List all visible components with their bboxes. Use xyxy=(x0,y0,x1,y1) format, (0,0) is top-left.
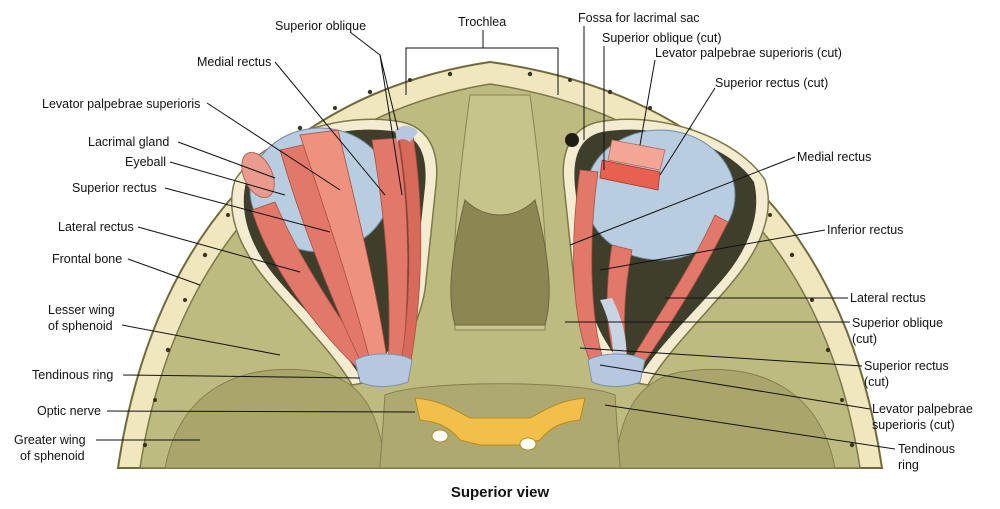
label-lesser-wing-2: of sphenoid xyxy=(48,319,113,333)
label-trochlea: Trochlea xyxy=(458,15,506,29)
label-superior-oblique-left: Superior oblique xyxy=(275,19,366,33)
label-levator-2-2: superioris (cut) xyxy=(872,418,955,432)
label-greater-wing-2: of sphenoid xyxy=(20,449,85,463)
label-levator-cut: Levator palpebrae superioris (cut) xyxy=(655,46,842,60)
label-superior-rectus-2-2: (cut) xyxy=(864,375,889,389)
label-medial-rectus-left: Medial rectus xyxy=(197,55,271,69)
label-greater-wing-1: Greater wing xyxy=(14,433,86,447)
optic-chiasm-end-right xyxy=(519,437,537,451)
left-tendinous-ring xyxy=(354,353,413,387)
optic-chiasm-end-left xyxy=(431,429,449,443)
label-lesser-wing-1: Lesser wing xyxy=(48,303,115,317)
label-superior-oblique-2-1: Superior oblique xyxy=(852,316,943,330)
right-superior-rectus-cut xyxy=(599,159,661,191)
label-frontal-bone: Frontal bone xyxy=(52,252,122,266)
right-levator-cut xyxy=(607,139,666,171)
leader-lines xyxy=(96,26,896,450)
right-orbit xyxy=(562,118,769,387)
skull xyxy=(116,60,884,469)
label-superior-rectus-cut: Superior rectus (cut) xyxy=(715,76,828,90)
label-optic-nerve: Optic nerve xyxy=(37,404,101,418)
label-lacrimal-gland: Lacrimal gland xyxy=(88,135,169,149)
left-lacrimal-gland xyxy=(241,151,275,199)
label-medial-rectus-right: Medial rectus xyxy=(797,150,871,164)
label-inferior-rectus: Inferior rectus xyxy=(827,223,903,237)
label-levator-2-1: Levator palpebrae xyxy=(872,402,973,416)
cribriform-plate xyxy=(450,199,550,326)
label-superior-oblique-cut: Superior oblique (cut) xyxy=(602,31,722,45)
label-tendinous-ring-right-1: Tendinous xyxy=(898,442,955,456)
right-lacrimal-fossa xyxy=(565,133,579,147)
label-superior-rectus-left: Superior rectus xyxy=(72,181,157,195)
left-orbit xyxy=(231,118,438,387)
label-eyeball: Eyeball xyxy=(125,155,166,169)
labels: Superior oblique Medial rectus Levator p… xyxy=(14,11,973,501)
label-fossa-lacrimal-sac: Fossa for lacrimal sac xyxy=(578,11,700,25)
label-tendinous-ring-right-2: ring xyxy=(898,458,919,472)
figure-caption: Superior view xyxy=(451,484,550,501)
right-optic-nerve-sheath xyxy=(600,298,627,362)
label-superior-oblique-2-2: (cut) xyxy=(852,332,877,346)
label-superior-rectus-2-1: Superior rectus xyxy=(864,359,949,373)
label-levator-left: Levator palpebrae superioris xyxy=(42,97,200,111)
right-tendinous-ring xyxy=(587,353,646,387)
label-lateral-rectus-left: Lateral rectus xyxy=(58,220,134,234)
middle-cranial-fossa-left xyxy=(164,368,386,469)
label-tendinous-ring-left: Tendinous ring xyxy=(32,368,113,382)
label-lateral-rectus-right: Lateral rectus xyxy=(850,291,926,305)
optic-chiasm xyxy=(414,397,586,446)
left-trochlea-tendon xyxy=(395,125,418,142)
